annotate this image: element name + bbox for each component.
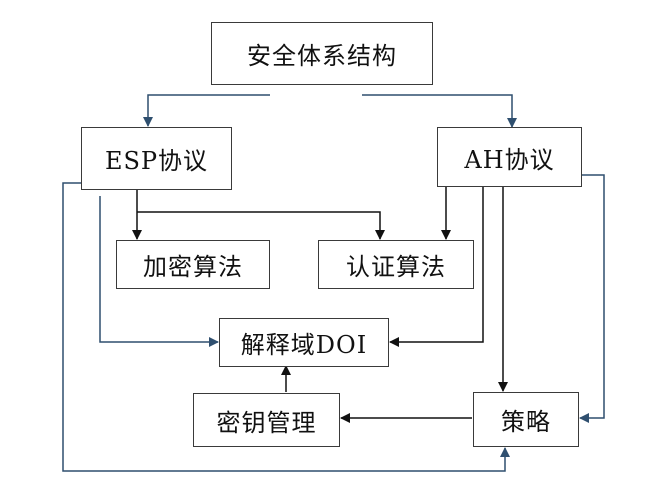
node-key-management: 密钥管理 <box>193 393 340 447</box>
node-esp-protocol: ESP协议 <box>81 127 232 190</box>
node-security-architecture: 安全体系结构 <box>211 22 433 85</box>
edge-architecture-to-esp <box>143 94 270 127</box>
node-policy-label: 策略 <box>501 408 551 436</box>
edge-architecture-to-ah <box>362 94 517 128</box>
edge-esp-to-authentication <box>137 211 385 240</box>
node-doi: 解释域DOI <box>219 318 389 367</box>
edge-ah-to-policy-side <box>579 174 605 423</box>
node-security-architecture-label: 安全体系结构 <box>247 42 397 70</box>
node-authentication-algorithm: 认证算法 <box>318 240 474 289</box>
node-esp-protocol-label: ESP协议 <box>104 147 209 175</box>
node-authentication-algorithm-label: 认证算法 <box>346 253 446 281</box>
node-key-management-label: 密钥管理 <box>216 408 317 437</box>
node-ah-protocol: AH协议 <box>437 127 582 187</box>
node-ah-protocol-label: AH协议 <box>464 145 555 174</box>
edge-ah-to-doi <box>389 187 484 347</box>
node-encryption-algorithm: 加密算法 <box>116 240 270 289</box>
edge-esp-to-policy <box>62 182 510 472</box>
node-doi-label: 解释域DOI <box>240 331 368 359</box>
node-policy: 策略 <box>473 392 579 447</box>
node-encryption-algorithm-label: 加密算法 <box>143 253 243 281</box>
edge-esp-to-doi <box>99 196 219 347</box>
